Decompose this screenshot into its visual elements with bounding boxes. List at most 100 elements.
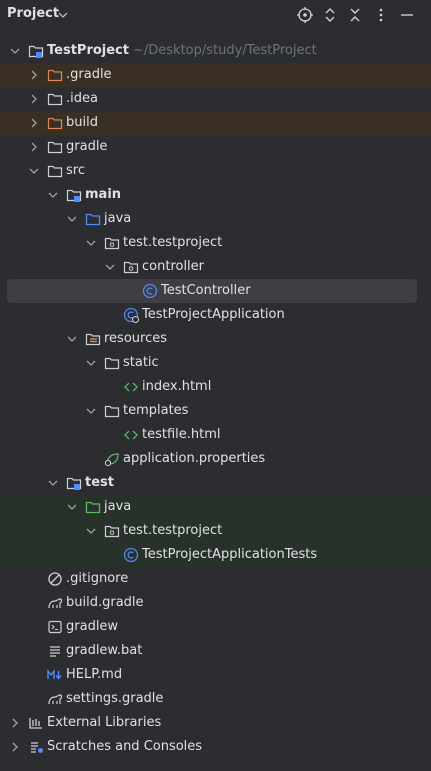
tree-node[interactable]: gradlew.bat (0, 639, 431, 663)
tree-node[interactable]: HELP.md (0, 663, 431, 687)
tree-node[interactable]: .gradle (0, 63, 431, 87)
library-icon (29, 718, 42, 729)
tree-node[interactable]: gradlew (0, 615, 431, 639)
tree-node-label: TestProject~/Desktop/study/TestProject (47, 43, 317, 58)
tree-node[interactable]: main (0, 183, 431, 207)
chevron-down-icon[interactable] (47, 189, 59, 201)
ignore-file-icon (48, 572, 62, 586)
excluded-folder-icon (47, 69, 63, 82)
tree-node-label: static (123, 355, 159, 370)
tree-node-label: .gradle (66, 67, 112, 82)
collapse-all-icon[interactable] (346, 6, 364, 24)
tree-node-label: gradlew.bat (66, 643, 143, 658)
chevron-down-icon[interactable] (9, 45, 21, 57)
tree-node-label: templates (123, 403, 189, 418)
root-path: ~/Desktop/study/TestProject (132, 43, 317, 58)
tree-node-label: testfile.html (142, 427, 221, 442)
tree-node[interactable]: test.testproject (0, 519, 431, 543)
tree-node[interactable]: resources (0, 327, 431, 351)
tree-node-label: Scratches and Consoles (47, 739, 203, 754)
tree-node[interactable]: Scratches and Consoles (0, 735, 431, 759)
tree-node[interactable]: gradle (0, 135, 431, 159)
tree-node-label: External Libraries (47, 715, 162, 730)
chevron-down-icon[interactable] (57, 9, 69, 21)
source-folder-icon (85, 213, 101, 226)
class-icon (123, 547, 139, 563)
package-icon (104, 525, 120, 538)
excluded-folder-icon (47, 117, 63, 130)
tree-node[interactable]: External Libraries (0, 711, 431, 735)
class-icon (142, 283, 158, 299)
tree-node[interactable]: templates (0, 399, 431, 423)
chevron-down-icon[interactable] (85, 405, 97, 417)
tree-node-label: controller (142, 259, 205, 274)
tree-node[interactable]: src (0, 159, 431, 183)
tree-node-label: src (66, 163, 85, 178)
chevron-right-icon[interactable] (9, 717, 21, 729)
tree-node[interactable]: static (0, 351, 431, 375)
tree-node-label: HELP.md (66, 667, 123, 682)
chevron-down-icon[interactable] (28, 165, 40, 177)
chevron-right-icon[interactable] (28, 141, 40, 153)
tree-node-selected[interactable]: TestController (7, 279, 417, 303)
minimize-icon[interactable] (398, 6, 416, 24)
expand-all-icon[interactable] (321, 6, 339, 24)
folder-icon (47, 165, 63, 178)
html-file-icon (124, 382, 138, 392)
chevron-down-icon[interactable] (104, 261, 116, 273)
tree-node[interactable]: application.properties (0, 447, 431, 471)
tree-node-label: test (85, 475, 114, 490)
tree-node[interactable]: test (0, 471, 431, 495)
chevron-down-icon[interactable] (66, 213, 78, 225)
text-file-icon (50, 646, 60, 657)
tree-node-label: TestProjectApplicationTests (142, 547, 318, 562)
chevron-right-icon[interactable] (28, 117, 40, 129)
markdown-icon (47, 668, 62, 680)
chevron-right-icon[interactable] (9, 741, 21, 753)
scratches-icon (31, 742, 43, 753)
spring-properties-icon (104, 453, 119, 467)
tree-node-label: build (66, 115, 98, 130)
tree-node[interactable]: .gitignore (0, 567, 431, 591)
tree-node[interactable]: TestProjectApplicationTests (0, 543, 431, 567)
tree-node[interactable]: build (0, 111, 431, 135)
tree-node[interactable]: test.testproject (0, 231, 431, 255)
chevron-down-icon[interactable] (66, 333, 78, 345)
tree-node[interactable]: settings.gradle (0, 687, 431, 711)
tree-node[interactable]: index.html (0, 375, 431, 399)
tree-node-label: index.html (142, 379, 212, 394)
tree-node-label: build.gradle (66, 595, 144, 610)
chevron-down-icon[interactable] (85, 525, 97, 537)
tree-node[interactable]: TestProjectApplication (0, 303, 431, 327)
tree-node-label: test.testproject (123, 235, 223, 250)
chevron-down-icon[interactable] (85, 237, 97, 249)
chevron-right-icon[interactable] (28, 69, 40, 81)
tree-node[interactable]: controller (0, 255, 431, 279)
tree-node-root[interactable]: TestProject~/Desktop/study/TestProject (0, 39, 431, 63)
tree-node[interactable]: .idea (0, 87, 431, 111)
tree-node-label: .gitignore (66, 571, 129, 586)
tree-node[interactable]: build.gradle (0, 591, 431, 615)
tree-node-label: java (104, 499, 132, 514)
module-folder-icon (66, 189, 82, 202)
tree-node-label: gradle (66, 139, 108, 154)
folder-icon (104, 357, 120, 370)
tool-window-header: Project (0, 0, 431, 30)
locate-icon[interactable] (296, 6, 314, 24)
panel-title[interactable]: Project (7, 6, 60, 21)
chevron-down-icon[interactable] (66, 501, 78, 513)
resources-folder-icon (85, 333, 101, 346)
tree-node-label: gradlew (66, 619, 119, 634)
tree-node[interactable]: java (0, 495, 431, 519)
chevron-down-icon[interactable] (47, 477, 59, 489)
more-options-icon[interactable] (372, 6, 390, 24)
tree-node[interactable]: java (0, 207, 431, 231)
tree-node-label: java (104, 211, 132, 226)
folder-icon (47, 141, 63, 154)
tree-node-label: settings.gradle (66, 691, 164, 706)
tree-node[interactable]: testfile.html (0, 423, 431, 447)
tree-node-label: .idea (66, 91, 98, 106)
chevron-down-icon[interactable] (85, 357, 97, 369)
html-file-icon (124, 430, 138, 440)
chevron-right-icon[interactable] (28, 93, 40, 105)
